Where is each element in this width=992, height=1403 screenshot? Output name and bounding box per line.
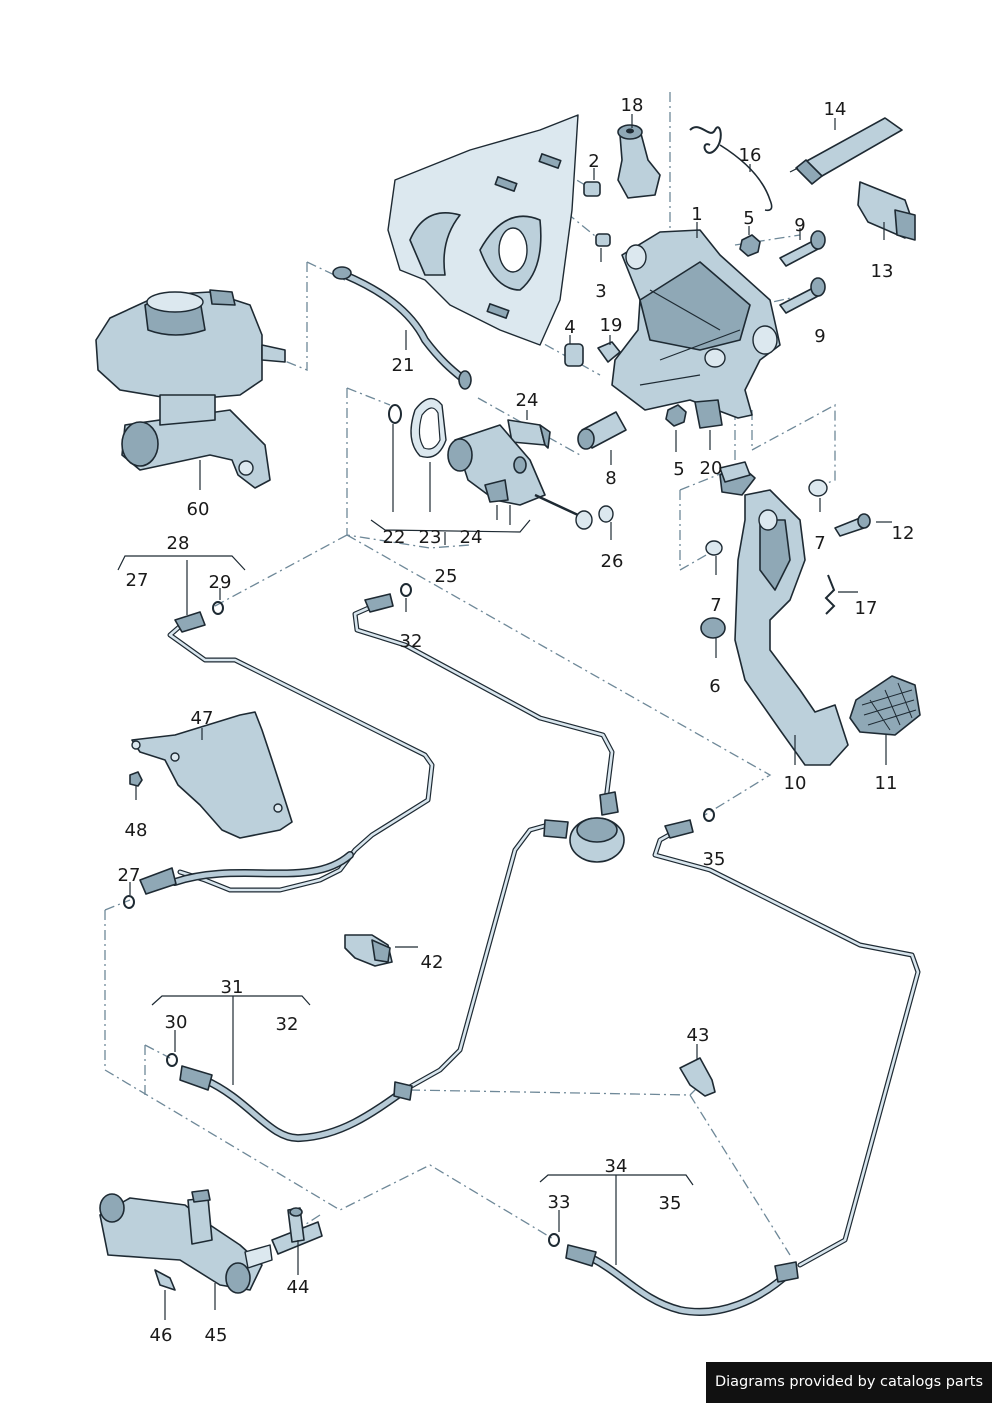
pedal-hardware <box>700 479 871 639</box>
callout-32: 32 <box>276 1014 299 1035</box>
callout-28: 28 <box>167 533 190 554</box>
callout-18: 18 <box>621 95 644 116</box>
callout-29: 29 <box>209 572 232 593</box>
seal-gasket <box>388 397 447 458</box>
callout-32: 32 <box>400 631 423 652</box>
bushings <box>564 181 621 367</box>
retaining-clip <box>507 419 551 449</box>
clutch-slave-cylinder <box>99 1189 273 1294</box>
callout-45: 45 <box>205 1325 228 1346</box>
callout-34: 34 <box>605 1156 628 1177</box>
callout-27: 27 <box>126 570 149 591</box>
callout-11: 11 <box>875 773 898 794</box>
callout-44: 44 <box>287 1277 310 1298</box>
callout-26: 26 <box>601 551 624 572</box>
callout-labels: 18 14 16 2 1 5 9 13 3 9 4 19 21 24 8 5 2… <box>118 95 915 1346</box>
reservoir-hose <box>332 266 472 390</box>
pivot-sleeve <box>577 411 627 450</box>
pedal-bracket <box>611 229 781 419</box>
clutch-master-cylinder <box>447 424 614 530</box>
line-damper <box>543 791 625 863</box>
callout-35: 35 <box>703 849 726 870</box>
bleed-tee-fitting <box>271 1207 323 1255</box>
callout-9: 9 <box>794 215 805 236</box>
callout-30: 30 <box>165 1012 188 1033</box>
line-clips <box>344 934 716 1097</box>
callout-8: 8 <box>605 468 616 489</box>
callout-27: 27 <box>118 865 141 886</box>
clutch-pedal <box>719 461 849 766</box>
callout-1: 1 <box>691 204 702 225</box>
callout-19: 19 <box>600 315 623 336</box>
callout-21: 21 <box>392 355 415 376</box>
callout-22: 22 <box>383 527 406 548</box>
callout-9: 9 <box>814 326 825 347</box>
callout-23: 23 <box>419 527 442 548</box>
callout-5: 5 <box>673 459 684 480</box>
callout-31: 31 <box>221 977 244 998</box>
heat-shield-plate <box>129 711 293 839</box>
assembly-guide-lines <box>104 92 836 1256</box>
callout-48: 48 <box>125 820 148 841</box>
callout-16: 16 <box>739 145 762 166</box>
return-spring-hook <box>689 126 773 212</box>
callout-60: 60 <box>187 499 210 520</box>
callout-20: 20 <box>700 458 723 479</box>
pedal-stop-rubber <box>617 124 661 199</box>
callout-24: 24 <box>516 390 539 411</box>
pedal-pad <box>849 675 921 736</box>
callout-5: 5 <box>743 208 754 229</box>
callout-17: 17 <box>855 598 878 619</box>
callout-35: 35 <box>659 1193 682 1214</box>
callout-33: 33 <box>548 1192 571 1213</box>
callout-47: 47 <box>191 708 214 729</box>
callout-4: 4 <box>564 317 575 338</box>
callout-7: 7 <box>814 533 825 554</box>
callout-7: 7 <box>710 595 721 616</box>
grease-tube <box>789 117 903 185</box>
callout-46: 46 <box>150 1325 173 1346</box>
callout-12: 12 <box>892 523 915 544</box>
callout-43: 43 <box>687 1025 710 1046</box>
callout-3: 3 <box>595 281 606 302</box>
callout-10: 10 <box>784 773 807 794</box>
callout-24: 24 <box>460 527 483 548</box>
line-fittings <box>123 583 799 1283</box>
callout-25: 25 <box>435 566 458 587</box>
brake-master-cylinder <box>95 289 286 489</box>
callout-14: 14 <box>824 99 847 120</box>
leader-lines <box>117 114 892 1320</box>
callout-2: 2 <box>588 151 599 172</box>
callout-13: 13 <box>871 261 894 282</box>
nuts-and-bolts <box>665 230 826 429</box>
catalog-credit-banner: Diagrams provided by catalogs parts <box>706 1362 992 1403</box>
callout-6: 6 <box>709 676 720 697</box>
firewall-studs <box>486 153 562 319</box>
callout-42: 42 <box>421 952 444 973</box>
hydraulic-lines <box>167 600 921 1316</box>
firewall-plate <box>387 114 579 346</box>
bracket-clip <box>857 181 916 241</box>
